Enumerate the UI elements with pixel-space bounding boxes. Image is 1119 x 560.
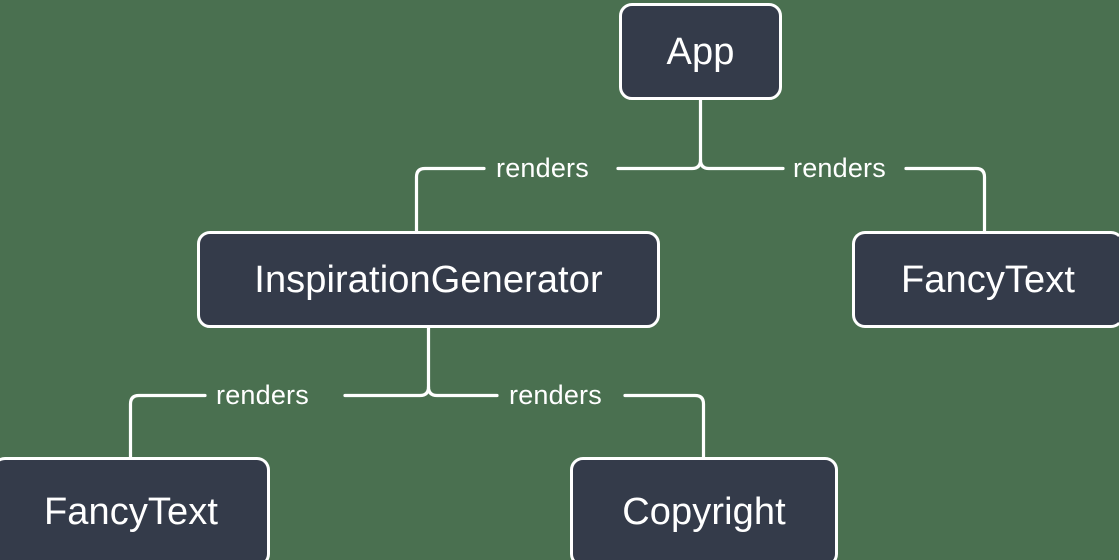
edge-inspiration-to-copyright (623, 393, 706, 459)
edge-app-to-fancytext-right (904, 166, 987, 233)
edge-app-stem-right (698, 158, 785, 171)
node-fancytext-bottom[interactable]: FancyText (0, 457, 270, 560)
node-fancytext-right[interactable]: FancyText (852, 231, 1119, 328)
node-app-label: App (666, 30, 735, 73)
node-copyright-label: Copyright (622, 491, 786, 533)
node-inspiration-generator-label: InspirationGenerator (254, 258, 603, 301)
edge-label-app-to-fancytext-right: renders (793, 153, 886, 183)
edge-app-stem (616, 98, 703, 171)
edge-label-inspiration-to-copyright: renders (509, 380, 602, 410)
node-inspiration-generator[interactable]: InspirationGenerator (197, 231, 660, 328)
edge-inspiration-stem-right (426, 385, 499, 398)
edge-inspiration-to-fancytext-bottom (128, 393, 207, 459)
edge-app-to-inspiration (414, 166, 486, 233)
node-app[interactable]: App (619, 3, 782, 100)
node-fancytext-bottom-label: FancyText (43, 491, 219, 533)
node-fancytext-right-label: FancyText (900, 258, 1076, 301)
edge-label-inspiration-to-fancytext-bottom: renders (216, 380, 309, 410)
edge-inspiration-stem (343, 326, 431, 398)
edge-label-app-to-inspiration: renders (496, 153, 589, 183)
node-copyright[interactable]: Copyright (570, 457, 838, 560)
